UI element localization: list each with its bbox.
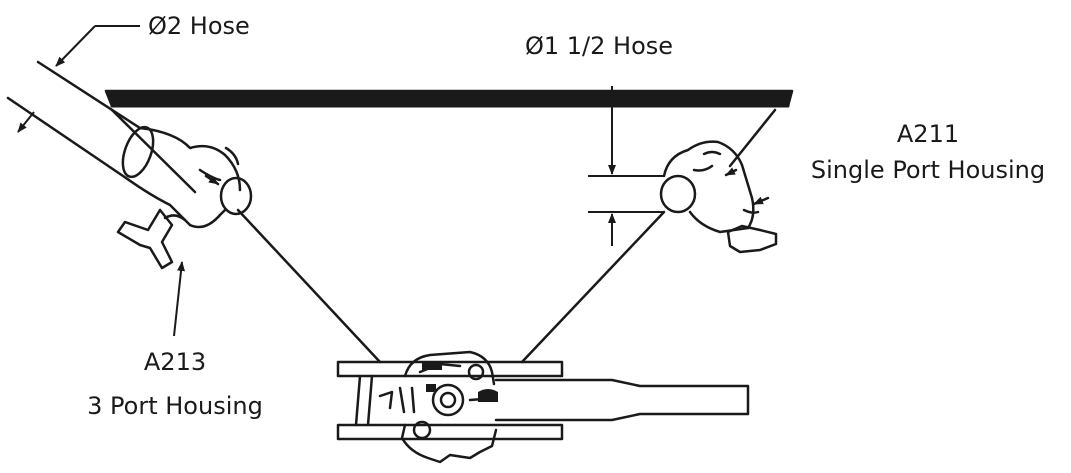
dim-hose-1-5 [588,86,664,246]
gate-valve-assembly [336,350,750,464]
detail-ticks [204,167,770,206]
gate-valve-details [422,362,498,402]
dim-hose-2 [17,25,140,133]
a211-housing [659,140,778,254]
label-hose-1-5: Ø1 1/2 Hose [525,32,673,60]
hopper-walls [110,108,777,364]
label-hose-2: Ø2 Hose [148,12,250,40]
label-a213-code: A213 [144,348,206,376]
a213-housing [116,125,253,270]
left-hose [6,60,142,180]
a213-leader [173,261,186,337]
label-a213-desc: 3 Port Housing [87,392,263,420]
label-a211-code: A211 [897,120,959,148]
hopper-rim [104,89,794,108]
label-a211-desc: Single Port Housing [811,156,1045,184]
